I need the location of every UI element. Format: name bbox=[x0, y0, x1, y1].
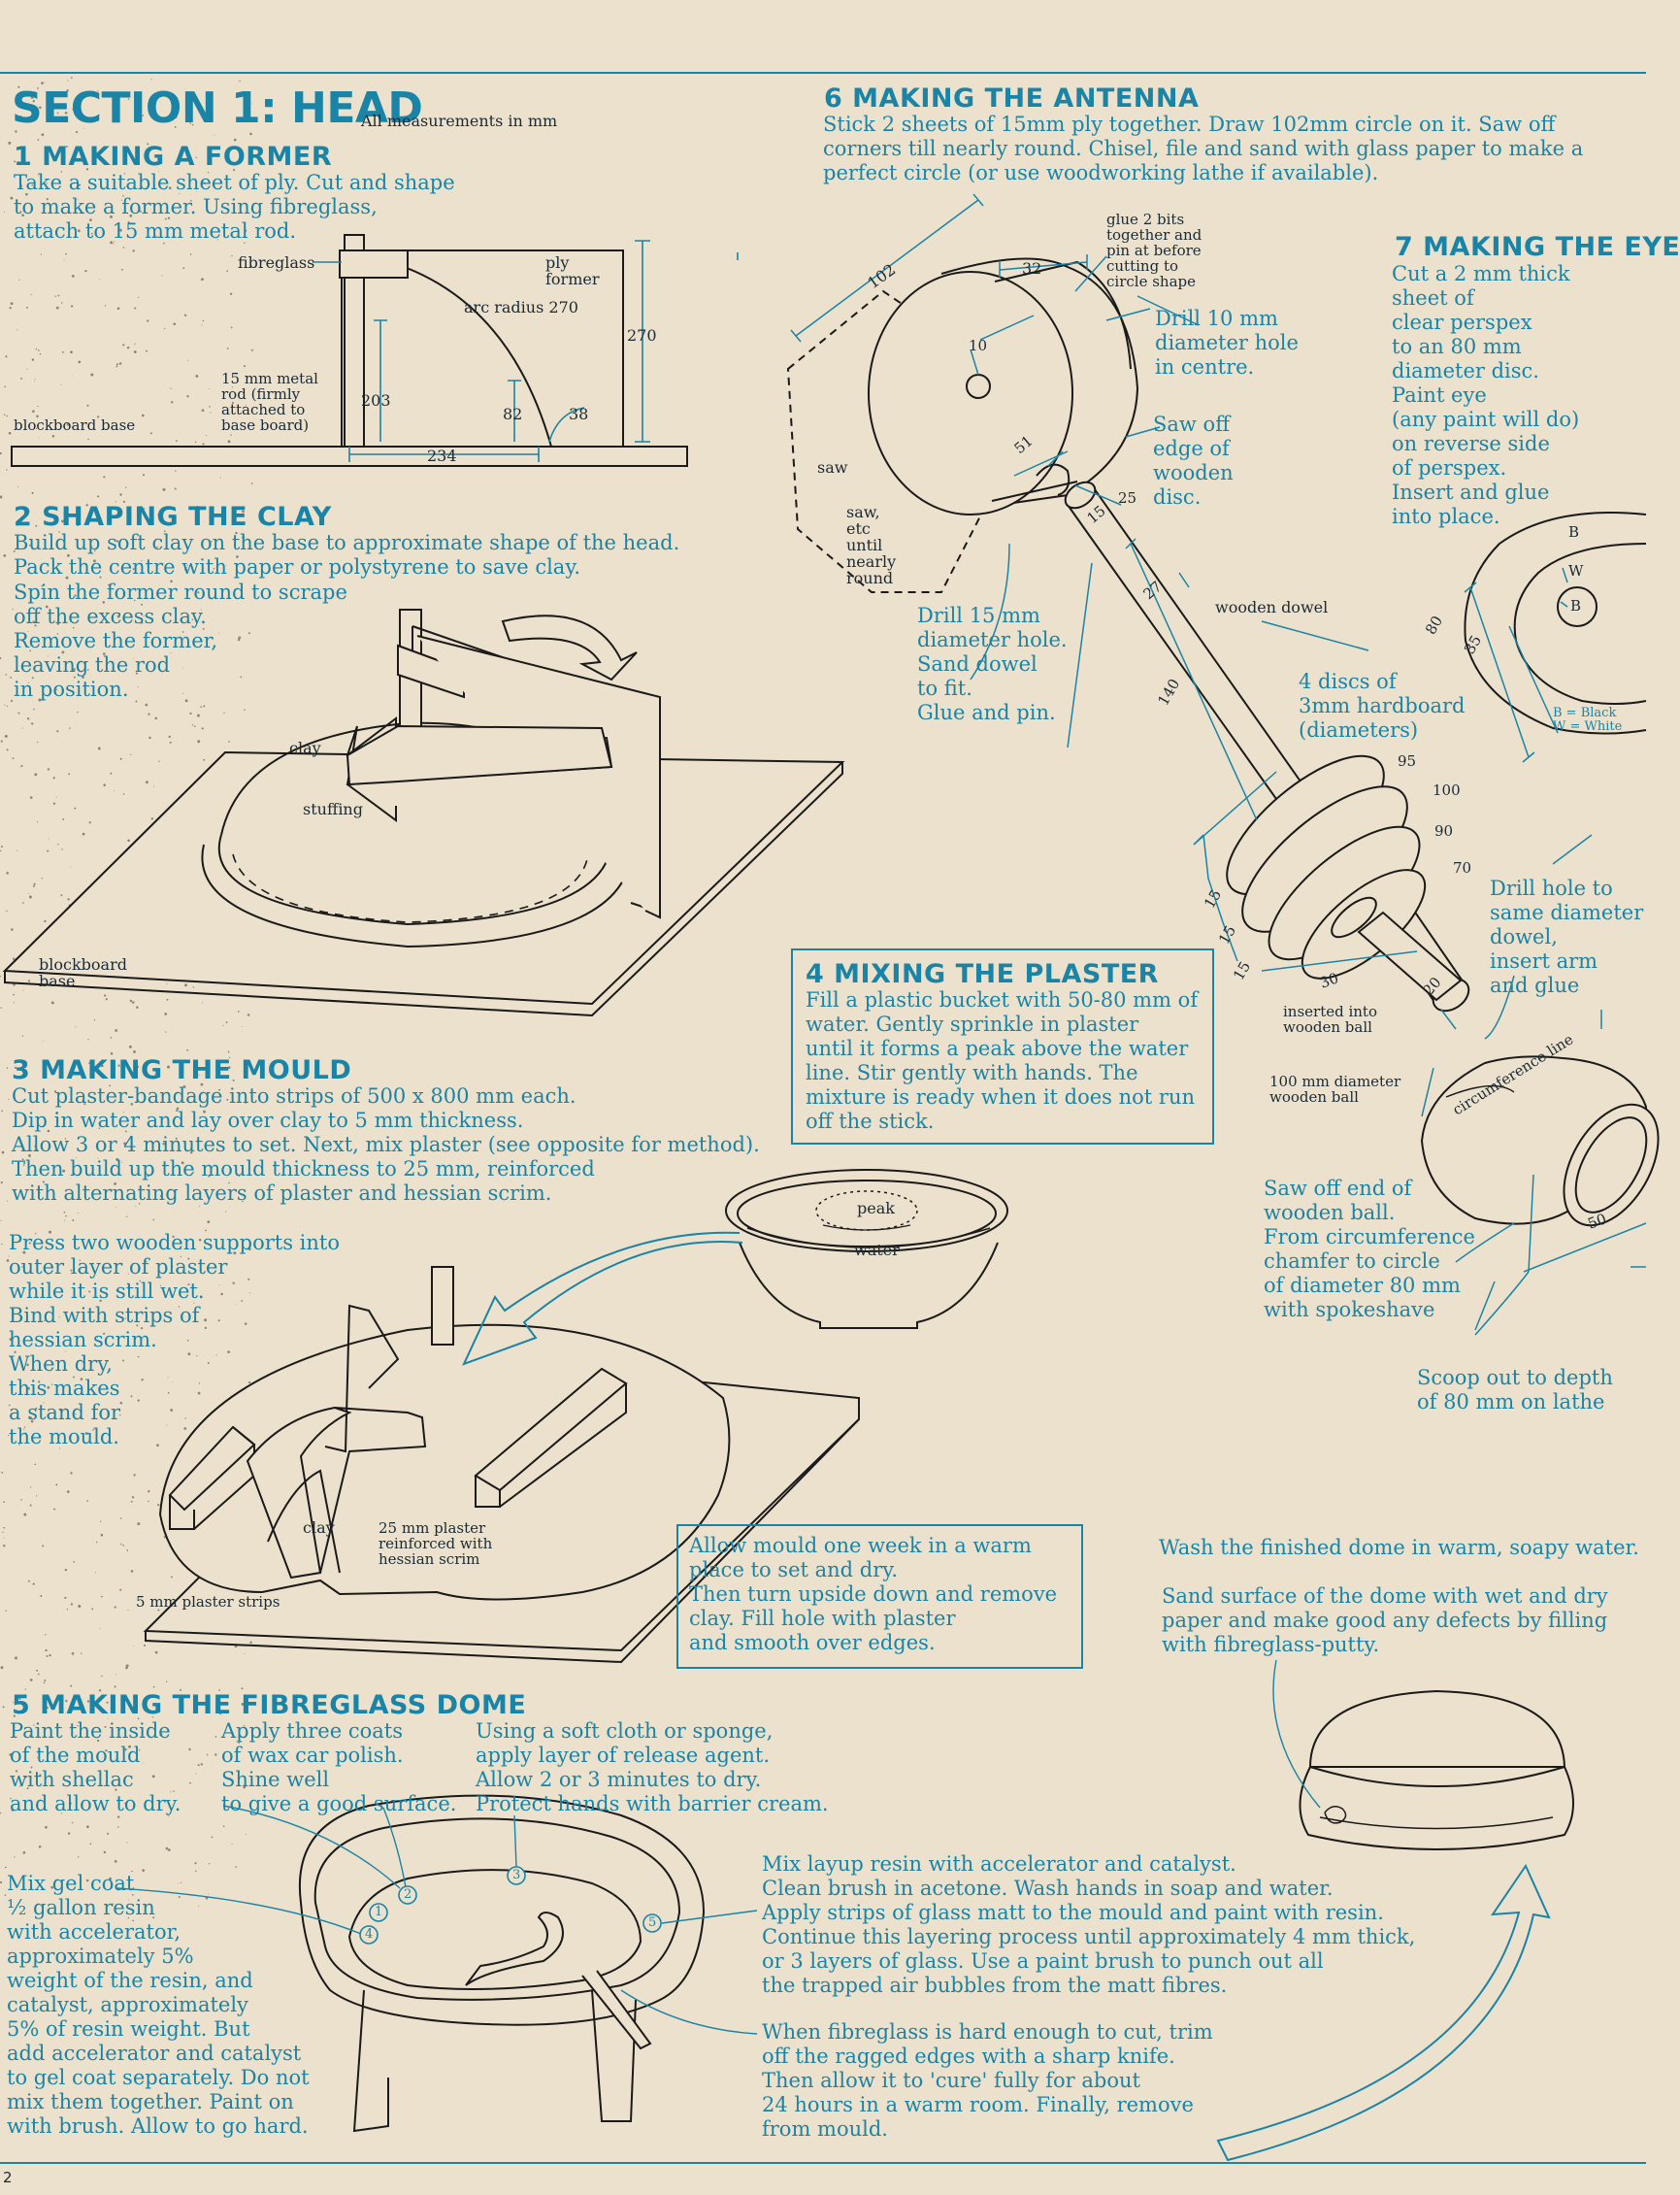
dim-95: 95 bbox=[1398, 752, 1417, 770]
step1-title: 1 MAKING A FORMER bbox=[14, 142, 333, 172]
marker-3: 3 bbox=[512, 1868, 521, 1882]
eye-diagram bbox=[1464, 512, 1647, 735]
step6-text: Stick 2 sheets of 15mm ply together. Dra… bbox=[823, 113, 1584, 184]
step1-text: Take a suitable sheet of ply. Cut and sh… bbox=[14, 171, 455, 243]
label-water: water bbox=[854, 1241, 900, 1259]
step5-layup-text: Mix layup resin with accelerator and cat… bbox=[762, 1852, 1416, 1997]
mould-diagram bbox=[143, 1266, 860, 1664]
step2-title: 2 SHAPING THE CLAY bbox=[14, 502, 332, 532]
label-5mm-strips: 5 mm plaster strips bbox=[136, 1593, 280, 1611]
dim-32: 32 bbox=[1022, 259, 1042, 278]
dim-10: 10 bbox=[969, 337, 988, 354]
step5-release-text: Using a soft cloth or sponge, apply laye… bbox=[476, 1719, 829, 1815]
step4-text: Fill a plastic bucket with 50-80 mm of w… bbox=[806, 988, 1199, 1133]
dim-203: 203 bbox=[361, 391, 391, 410]
finish-wash-text: Wash the finished dome in warm, soapy wa… bbox=[1159, 1536, 1639, 1559]
step4-box bbox=[791, 948, 1214, 1145]
plaster-bowl bbox=[725, 1169, 1008, 1329]
label-four-discs: 4 discs of 3mm hardboard (diameters) bbox=[1299, 670, 1466, 742]
dim-100: 100 bbox=[1433, 782, 1461, 799]
label-drill-10mm: Drill 10 mm diameter hole in centre. bbox=[1155, 307, 1299, 379]
label-scoop-out: Scoop out to depth of 80 mm on lathe bbox=[1417, 1366, 1613, 1413]
instruction-page: SECTION 1: HEAD All measurements in mm 1… bbox=[0, 72, 1680, 2186]
step2-text-2: Spin the former round to scrape off the … bbox=[14, 581, 347, 701]
eye-colour-key: B = Black W = White bbox=[1553, 706, 1623, 734]
marker-2: 2 bbox=[404, 1887, 412, 1902]
step3-text: Cut plaster-bandage into strips of 500 x… bbox=[12, 1084, 760, 1205]
label-stuffing: stuffing bbox=[303, 800, 363, 818]
label-ply-former: ply former bbox=[545, 253, 600, 288]
antenna-hardboard-discs bbox=[1226, 754, 1463, 1002]
finish-sand-text: Sand surface of the dome with wet and dr… bbox=[1162, 1584, 1608, 1656]
label-glue-bits: glue 2 bits together and pin at before c… bbox=[1106, 211, 1202, 290]
fibreglass-mould bbox=[298, 1794, 706, 2133]
bowl-arrow bbox=[462, 1231, 743, 1366]
line-illustrations bbox=[0, 72, 1660, 2164]
step5-trim-text: When fibreglass is hard enough to cut, t… bbox=[762, 2020, 1213, 2141]
label-clay-mould: clay bbox=[303, 1518, 335, 1537]
label-arc-radius: arc radius 270 bbox=[464, 298, 578, 316]
dim-90: 90 bbox=[1434, 822, 1454, 840]
label-drill-15mm: Drill 15 mm diameter hole. Sand dowel to… bbox=[917, 604, 1068, 724]
step5-leaders bbox=[115, 1805, 758, 2035]
antenna-dowel bbox=[1064, 481, 1470, 1013]
dim-38: 38 bbox=[569, 405, 589, 423]
eye-dimensions bbox=[1464, 567, 1568, 763]
label-wooden-ball: 100 mm diameter wooden ball bbox=[1269, 1073, 1401, 1106]
step5-title: 5 MAKING THE FIBREGLASS DOME bbox=[12, 1690, 527, 1720]
former-dimensions bbox=[313, 240, 739, 462]
mould-note-text: Allow mould one week in a warm place to … bbox=[689, 1534, 1058, 1654]
dim-70: 70 bbox=[1453, 859, 1472, 877]
label-peak: peak bbox=[857, 1199, 895, 1217]
antenna-disc bbox=[868, 257, 1139, 515]
marker-5: 5 bbox=[648, 1915, 657, 1930]
eye-label-w: W bbox=[1568, 562, 1584, 580]
dim-82: 82 bbox=[503, 405, 523, 423]
step5-markers bbox=[359, 1866, 662, 1945]
step7-title: 7 MAKING THE EYE bbox=[1395, 232, 1680, 262]
page-number: 2 bbox=[3, 2169, 13, 2186]
label-wooden-dowel: wooden dowel bbox=[1215, 598, 1329, 616]
measurement-note: All measurements in mm bbox=[361, 112, 558, 130]
step5-wax-text: Apply three coats of wax car polish. Shi… bbox=[221, 1719, 457, 1815]
paper-speckle bbox=[0, 77, 253, 1922]
label-drill-hole-arm: Drill hole to same diameter dowel, inser… bbox=[1490, 877, 1644, 997]
step5-gel-coat-text: Mix gel coat ½ gallon resin with acceler… bbox=[7, 1872, 310, 2138]
clay-dome-diagram bbox=[2, 609, 845, 1017]
label-inserted-into-ball: inserted into wooden ball bbox=[1283, 1003, 1377, 1036]
step7-text: Cut a 2 mm thick sheet of clear perspex … bbox=[1392, 262, 1580, 528]
former-diagram bbox=[11, 234, 688, 467]
marker-1: 1 bbox=[375, 1905, 383, 1919]
label-saw-end-ball: Saw off end of wooden ball. From circumf… bbox=[1264, 1177, 1475, 1321]
label-clay: clay bbox=[289, 739, 321, 757]
step3-title: 3 MAKING THE MOULD bbox=[12, 1055, 352, 1085]
eye-label-b-inner: B bbox=[1570, 597, 1582, 615]
marker-4: 4 bbox=[365, 1927, 374, 1942]
dome-leader bbox=[1272, 1659, 1321, 1809]
label-saw-etc: saw, etc until nearly round bbox=[846, 503, 897, 587]
label-metal-rod: 15 mm metal rod (firmly attached to base… bbox=[221, 370, 318, 434]
label-saw-off-edge: Saw off edge of wooden disc. bbox=[1153, 413, 1234, 509]
antenna-cutting-guide bbox=[786, 289, 992, 593]
eye-label-b-outer: B bbox=[1568, 523, 1580, 541]
section-title: SECTION 1: HEAD bbox=[12, 83, 423, 133]
label-blockboard-base: blockboard base bbox=[14, 416, 136, 434]
label-blockboard-base-2: blockboard base bbox=[39, 955, 127, 990]
mould-note-box bbox=[676, 1524, 1083, 1669]
label-saw: saw bbox=[817, 458, 848, 477]
antenna-dimensions bbox=[790, 193, 1647, 1336]
dim-270: 270 bbox=[627, 326, 657, 345]
label-25mm-plaster: 25 mm plaster reinforced with hessian sc… bbox=[379, 1519, 493, 1568]
step4-title: 4 MIXING THE PLASTER bbox=[806, 959, 1159, 989]
dim-234: 234 bbox=[427, 447, 457, 465]
finished-dome bbox=[1299, 1689, 1574, 1850]
step3-supports-text: Press two wooden supports into outer lay… bbox=[9, 1231, 340, 1448]
step2-text: Build up soft clay on the base to approx… bbox=[14, 531, 680, 579]
dim-25: 25 bbox=[1118, 489, 1137, 507]
step6-title: 6 MAKING THE ANTENNA bbox=[824, 83, 1200, 114]
label-fibreglass: fibreglass bbox=[238, 253, 315, 272]
wooden-ball bbox=[1420, 1055, 1660, 1227]
step5-shellac-text: Paint the inside of the mould with shell… bbox=[10, 1719, 181, 1815]
return-arrow bbox=[1216, 1863, 1551, 2162]
